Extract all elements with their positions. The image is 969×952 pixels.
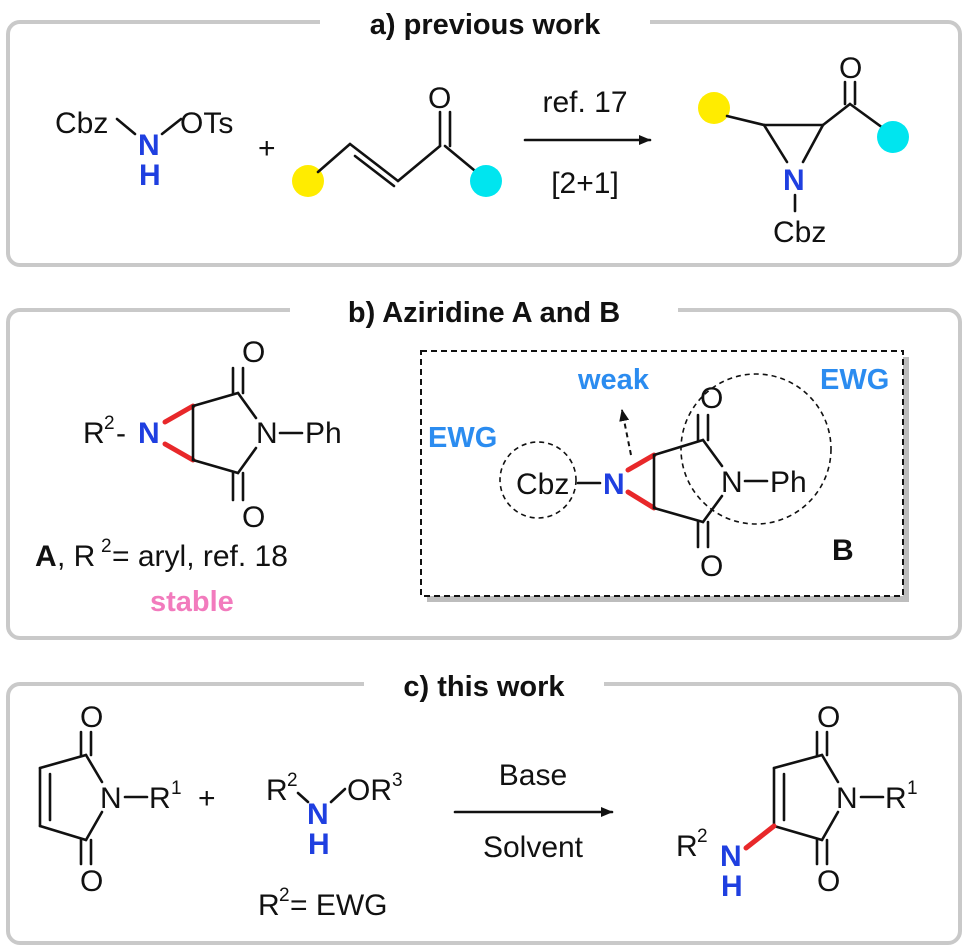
maleimide-oxygen-bottom: O [80,865,103,898]
product-oxygen-bottom: O [817,865,840,898]
product-amine-nitrogen: N [720,840,742,873]
panel-a-arrow-bottom-label: [2+1] [551,167,619,200]
reagent-nitrogen: N [138,129,160,162]
stable-label: stable [150,586,234,618]
a-caption-text: , R [57,540,95,573]
condition-r2-label: R [258,889,280,922]
maleimide-r1-superscript: 1 [171,778,182,799]
a-phenyl-label: Ph [305,417,342,450]
product-r1-superscript: 1 [907,778,918,799]
reagent-r3-superscript: 3 [392,770,403,791]
maleimide-substrate: O O N R 1 [38,701,182,898]
enone-substrate: O [292,82,502,197]
aziridine-a: R 2 - N O O N Ph [83,336,342,534]
product-r2-label: R [676,830,698,863]
aziridine-a-caption: A , R 2 = aryl, ref. 18 stable [35,536,288,618]
panel-c-arrow-top-label: Base [499,759,567,792]
cbz-ewg-circle [499,441,577,519]
maleimide-r1-label: R [149,782,171,815]
b-carbonyl-oxygen-bottom: O [700,550,723,583]
hydroxylamine-reagent: R 2 N H OR 3 R 2 = EWG [258,770,403,922]
maleimide-nitrogen: N [100,782,122,815]
reagent-c-hydrogen: H [308,828,330,861]
a-caption-bold-label: A [35,540,57,573]
b-imide-nitrogen: N [721,466,743,499]
cyan-substituent [470,165,502,197]
panel-a-arrow: ref. 17 [2+1] [523,86,652,200]
product-nitrogen: N [783,164,805,197]
condition-tail: = EWG [290,889,388,922]
product-r1-label: R [885,782,907,815]
product-imide-nitrogen: N [836,782,858,815]
reagent-hydrogen: H [139,159,161,192]
reagent-ots-label: OTs [180,107,233,140]
a-dash: - [116,417,126,450]
a-carbonyl-oxygen-bottom: O [242,501,265,534]
maleimide-oxygen-top: O [80,701,103,734]
product-amine-hydrogen: H [721,870,743,903]
yellow-substituent [292,165,324,197]
product-cbz-label: Cbz [773,216,826,249]
panel-b-title-mask [290,294,678,330]
reagent-cbz-label: Cbz [55,107,108,140]
b-cbz-label: Cbz [516,468,569,501]
b-carbonyl-oxygen-top: O [700,382,723,415]
aminomaleimide-product: O O N R 1 R 2 N H [676,701,918,903]
weak-bond-arrow [619,409,632,456]
ewg-right-label: EWG [820,364,889,396]
product-r2-superscript: 2 [697,826,708,847]
b-compound-label: B [832,534,854,567]
panel-a-plus: + [258,132,276,165]
imide-ewg-circle [680,373,832,525]
enone-oxygen: O [428,82,451,115]
panel-c-plus: + [198,782,216,815]
panel-b: b) Aziridine A and B R 2 - N O O N Ph A [6,294,962,640]
box-b-frame [420,350,904,597]
b-phenyl-label: Ph [770,466,807,499]
panel-a: a) previous work Cbz N H OTs + O ref. 17 [6,6,962,267]
ewg-left-label: EWG [428,422,497,454]
reagent-c-nitrogen: N [307,798,329,831]
condition-r2-superscript: 2 [279,885,290,906]
panel-c-title: c) this work [403,671,565,703]
a-r2-label: R [83,417,105,450]
panel-c-arrow-bottom-label: Solvent [483,831,584,864]
a-carbonyl-oxygen-top: O [242,336,265,369]
cbz-nh-ots-reagent: Cbz N H OTs [55,107,233,192]
reagent-r2-superscript: 2 [287,770,298,791]
a-aziridine-nitrogen: N [138,417,160,450]
a-caption-tail: = aryl, ref. 18 [112,540,288,573]
panel-c-title-mask [364,668,604,704]
product-cyan-substituent [877,121,909,153]
panel-c: c) this work O O N R 1 + R 2 N [6,668,962,945]
panel-a-title-mask [320,6,650,42]
reagent-r2-label: R [266,774,288,807]
reagent-or3-label: OR [347,774,392,807]
panel-b-title: b) Aziridine A and B [348,297,620,329]
weak-label: weak [577,364,650,396]
a-r2-superscript: 2 [104,413,115,434]
product-yellow-substituent [698,92,730,124]
aziridine-product: N Cbz O [698,52,909,249]
product-oxygen-top: O [817,701,840,734]
panel-c-arrow: Base Solvent [453,759,614,864]
panel-a-arrow-top-label: ref. 17 [542,86,627,119]
panel-a-title: a) previous work [370,9,601,41]
aziridine-b-box: EWG EWG weak Cbz N O O N Ph B [420,350,909,602]
a-caption-superscript: 2 [101,536,112,557]
a-imide-nitrogen: N [256,417,278,450]
product-oxygen: O [839,52,862,85]
b-aziridine-nitrogen: N [603,468,625,501]
